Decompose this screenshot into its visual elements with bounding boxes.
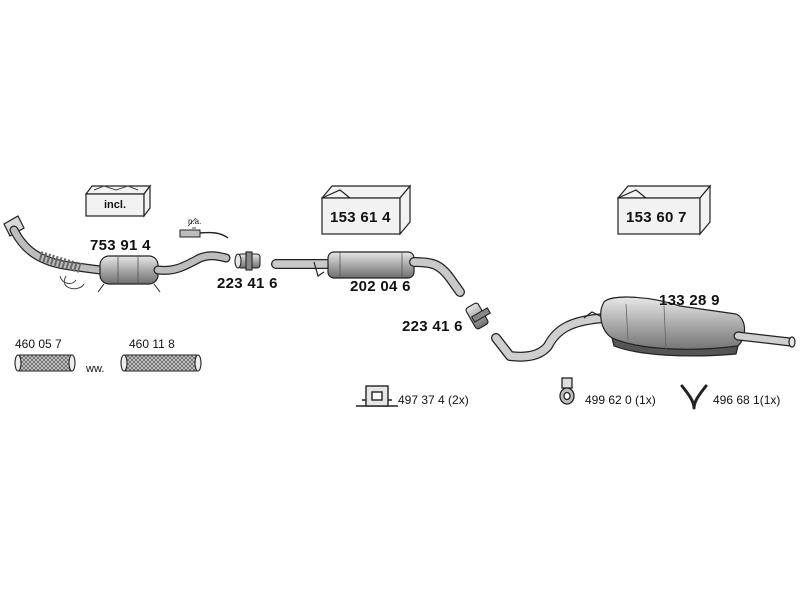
label-kit-rear: 153 60 7	[626, 209, 687, 226]
kit-box-rear	[616, 184, 712, 236]
lambda-sensor	[179, 217, 229, 239]
rear-silencer-assembly	[491, 296, 796, 362]
clamp-rear	[465, 302, 492, 330]
flex-pipe-2-shape	[120, 354, 202, 372]
flex-section	[38, 251, 82, 273]
label-rubber-mount: 499 62 0 (1x)	[585, 393, 656, 407]
flex-pipe-1-shape	[14, 354, 76, 372]
middle-silencer	[327, 251, 415, 279]
label-kit-middle: 153 61 4	[330, 209, 391, 226]
kit-box-middle	[320, 184, 412, 236]
label-kit-incl: incl.	[104, 199, 127, 211]
rubber-mount-icon	[559, 377, 575, 405]
label-flex-pipe-1: 460 05 7	[15, 337, 62, 351]
clamp-front	[234, 251, 261, 271]
label-hanger: 496 68 1(1x)	[713, 393, 781, 407]
catalytic-converter	[99, 255, 159, 285]
label-middle-silencer: 202 04 6	[350, 278, 411, 295]
label-sensor-note: n.a.	[188, 217, 202, 226]
kit-box-incl	[84, 184, 152, 218]
bracket-icon	[356, 385, 398, 407]
front-pipe-catalyst	[3, 215, 231, 293]
hanger-icon	[680, 384, 708, 410]
label-bracket: 497 37 4 (2x)	[398, 393, 469, 407]
label-flex-pipe-2: 460 11 8	[129, 337, 175, 351]
label-clamp-front: 223 41 6	[217, 275, 278, 292]
middle-silencer-assembly	[271, 251, 465, 297]
label-catalytic-converter: 753 91 4	[90, 237, 151, 254]
label-clamp-rear: 223 41 6	[402, 318, 463, 335]
label-rear-silencer: 133 28 9	[659, 292, 720, 309]
label-flex-separator: ww.	[86, 363, 105, 375]
